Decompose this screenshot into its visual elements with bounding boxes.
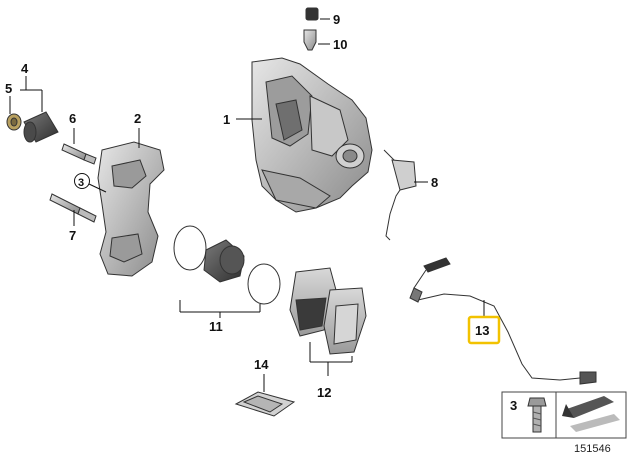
leader-lines xyxy=(9,18,485,392)
highlight-box xyxy=(467,315,501,345)
guide-pin-6 xyxy=(61,143,97,165)
callout-12: 12 xyxy=(317,385,331,400)
bleeder-screw xyxy=(303,29,317,51)
callout-13-highlighted[interactable]: 13 xyxy=(467,315,501,345)
brake-caliper-housing xyxy=(251,57,373,213)
callout-13: 13 xyxy=(475,323,489,338)
sleeve-cap xyxy=(6,113,22,131)
piston-seal-kit xyxy=(173,225,281,305)
callout-6: 6 xyxy=(69,111,76,126)
brake-pads xyxy=(289,267,367,355)
callout-3-circle xyxy=(74,173,90,189)
caliper-carrier xyxy=(97,141,165,277)
callout-8: 8 xyxy=(431,175,438,190)
inset-callout-3: 3 xyxy=(510,398,517,413)
callout-5: 5 xyxy=(5,81,12,96)
callout-7: 7 xyxy=(69,228,76,243)
inset-box: 3 xyxy=(501,391,627,439)
guide-pin-7 xyxy=(49,193,97,223)
callout-9: 9 xyxy=(333,12,340,27)
bleeder-cap xyxy=(305,7,319,21)
callout-3: 3 xyxy=(78,177,84,189)
reference-number: 151546 xyxy=(574,443,611,455)
spring-clip xyxy=(383,149,417,241)
callout-14: 14 xyxy=(254,357,269,372)
callout-4: 4 xyxy=(21,61,29,76)
callout-10: 10 xyxy=(333,37,347,52)
torque-arrow-icon xyxy=(562,396,620,432)
grease-packet xyxy=(234,391,296,417)
wear-sensor xyxy=(409,257,597,385)
callout-labels: 1 2 3 4 5 6 7 8 9 10 11 12 14 xyxy=(5,12,438,400)
hex-bolt-icon xyxy=(527,397,547,433)
callout-11: 11 xyxy=(209,319,223,334)
callout-2: 2 xyxy=(134,111,141,126)
guide-sleeve xyxy=(23,111,59,143)
callout-1: 1 xyxy=(223,112,230,127)
